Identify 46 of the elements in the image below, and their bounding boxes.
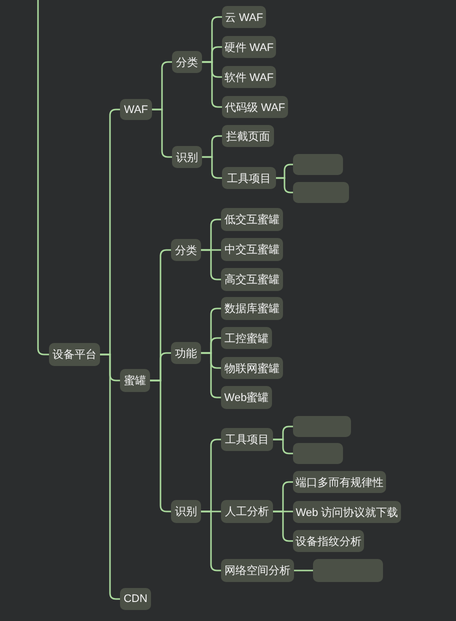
topic-box: WAF [120, 99, 152, 120]
connector-line [273, 510, 293, 542]
topic-box: Web蜜罐 [221, 386, 272, 409]
topic-box: 端口多而有规律性 [293, 471, 386, 493]
connector-line [201, 352, 221, 398]
connector-line [152, 108, 172, 158]
topic-box: 工控蜜罐 [221, 327, 272, 349]
connector-line [202, 61, 222, 108]
topic-box: 分类 [171, 239, 201, 261]
empty-box [293, 154, 343, 175]
topic-box: 工具项目 [221, 428, 273, 451]
connector-line [294, 570, 313, 572]
topic-box: 软件 WAF [222, 66, 276, 88]
empty-box [293, 443, 343, 464]
topic-box: 设备平台 [49, 343, 100, 366]
connector-line [273, 438, 293, 454]
topic-box: 识别 [171, 500, 201, 523]
empty-box [293, 182, 349, 203]
connector-line [150, 380, 171, 512]
connector-line [37, 0, 49, 356]
topic-box: 分类 [172, 51, 202, 73]
topic-box: 硬件 WAF [222, 36, 276, 58]
topic-box: 工具项目 [222, 167, 276, 189]
topic-box: 设备指纹分析 [293, 530, 364, 552]
topic-box: 功能 [171, 342, 201, 364]
topic-box: 物联网蜜罐 [221, 357, 283, 379]
topic-box: 拦截页面 [222, 125, 274, 147]
topic-box: 识别 [172, 146, 202, 168]
connector-line [100, 354, 120, 600]
empty-box [293, 416, 351, 437]
topic-box: 数据库蜜罐 [221, 297, 283, 320]
topic-box: CDN [120, 588, 151, 610]
topic-box: Web 访问协议就下载 [293, 501, 401, 523]
connector-line [201, 249, 221, 280]
topic-box: 网络空间分析 [221, 559, 294, 582]
connector-line [202, 156, 222, 179]
topic-box: 中交互蜜罐 [221, 238, 283, 261]
topic-box: 云 WAF [222, 6, 266, 28]
topic-box: 代码级 WAF [222, 96, 288, 118]
topic-box: 人工分析 [221, 500, 273, 523]
topic-box: 低交互蜜罐 [221, 208, 283, 231]
empty-box [313, 559, 383, 582]
connector-line [201, 510, 221, 572]
connector-line [276, 177, 293, 194]
topic-box: 蜜罐 [120, 369, 150, 392]
topic-box: 高交互蜜罐 [221, 268, 283, 291]
